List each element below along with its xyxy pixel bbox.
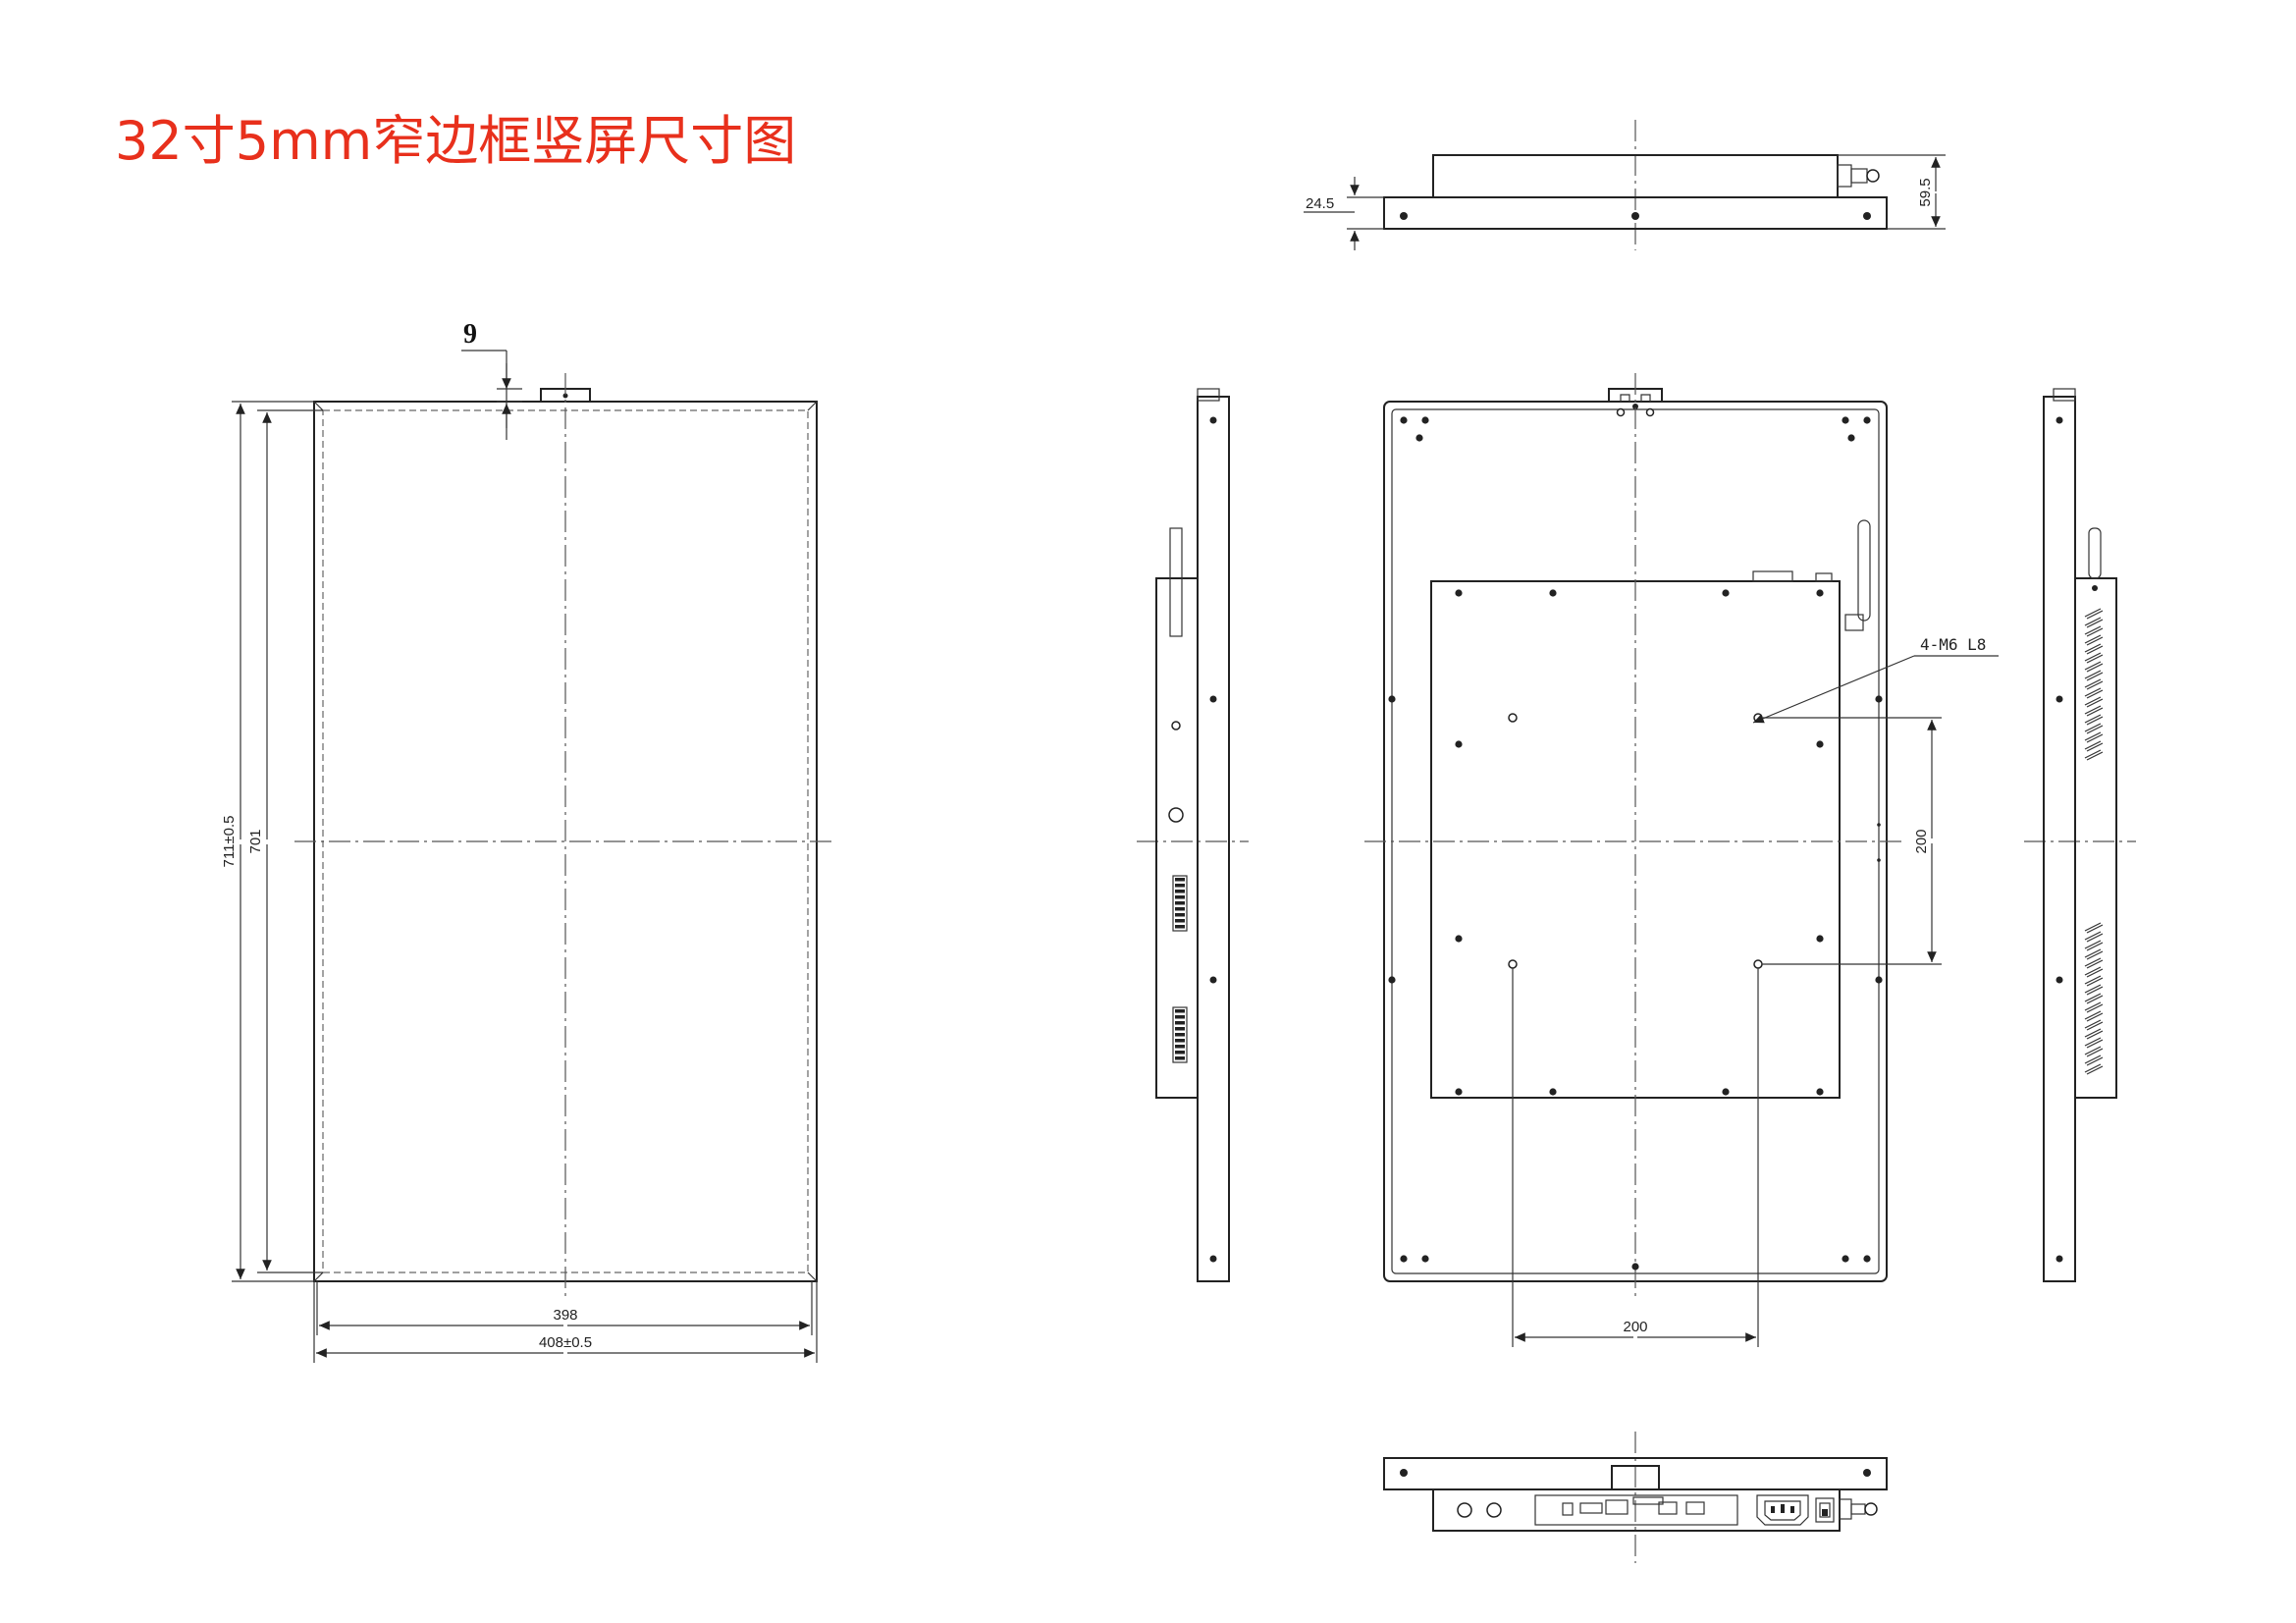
screw-hole — [1455, 740, 1463, 748]
dim-outer-width: 408±0.5 — [313, 1281, 818, 1363]
dim-vesa-horizontal-label: 200 — [1623, 1319, 1647, 1335]
right-side-rear-box — [2074, 577, 2117, 1099]
top-view: 24.5 59.5 — [1304, 120, 1946, 250]
mount-screw-label: 4-M6 L8 — [1920, 635, 1986, 654]
screw-hole — [1388, 695, 1396, 703]
vesa-hole-bottom-left — [1508, 959, 1518, 969]
screw-hole — [1842, 416, 1849, 424]
screw-hole — [1863, 416, 1871, 424]
dim-outer-width-label: 408±0.5 — [539, 1334, 592, 1351]
screw-hole — [1549, 589, 1557, 597]
right-side-antenna — [2088, 527, 2102, 579]
left-side-vent-upper — [1172, 875, 1188, 932]
screw-hole — [1400, 1255, 1408, 1263]
left-side-view — [1137, 388, 1249, 1282]
dim-top-view-left: 24.5 — [1304, 177, 1384, 250]
dim-inner-height-label: 701 — [247, 829, 264, 853]
screw-hole — [1455, 1088, 1463, 1096]
bottom-antenna-connector — [1839, 1498, 1878, 1520]
screw-hole — [1816, 935, 1824, 943]
screw-hole — [1455, 589, 1463, 597]
screw-hole — [1388, 976, 1396, 984]
screw-hole — [1455, 935, 1463, 943]
dim-top-gap: 9 — [461, 319, 522, 440]
right-side-vent-lower — [2084, 922, 2104, 1075]
screw-hole — [1875, 695, 1883, 703]
screw-hole — [1875, 976, 1883, 984]
dim-outer-height: 711±0.5 — [221, 401, 314, 1282]
vesa-hole-bottom-right — [1753, 959, 1763, 969]
screw-hole — [1816, 740, 1824, 748]
top-view-frame — [1383, 196, 1888, 230]
dim-inner-height: 701 — [247, 409, 323, 1273]
left-side-frame — [1197, 396, 1230, 1282]
screw-hole — [1400, 416, 1408, 424]
right-side-frame — [2043, 396, 2076, 1282]
screw-hole — [1421, 416, 1429, 424]
screw-hole — [1863, 1255, 1871, 1263]
dim-vesa-vertical-label: 200 — [1913, 829, 1930, 853]
dim-inner-width-label: 398 — [553, 1307, 577, 1324]
left-side-vent-lower — [1172, 1006, 1188, 1063]
screw-hole — [1816, 1088, 1824, 1096]
dim-top-view-right: 59.5 — [1838, 154, 1946, 230]
bottom-power-socket — [1756, 1494, 1809, 1526]
vesa-hole-top-left — [1508, 713, 1518, 723]
screw-hole — [1631, 1263, 1639, 1271]
right-side-view — [2024, 388, 2136, 1282]
screw-hole — [1842, 1255, 1849, 1263]
dim-outer-height-label: 711±0.5 — [221, 816, 238, 868]
screw-hole — [1421, 1255, 1429, 1263]
dim-vesa-vertical: 200 — [1762, 717, 1942, 965]
screw-hole — [1722, 589, 1730, 597]
rear-view: 4-M6 L8 200 200 — [1364, 373, 1999, 1347]
dim-inner-width: 398 — [316, 1281, 813, 1335]
mount-screw-callout: 4-M6 L8 — [1752, 635, 1999, 724]
rear-screw-holes — [1388, 416, 1883, 1271]
left-side-rear-box — [1155, 577, 1199, 1099]
bottom-power-switch — [1815, 1497, 1835, 1523]
screw-hole — [1722, 1088, 1730, 1096]
top-view-antenna-connector — [1837, 164, 1880, 188]
dim-top-view-right-label: 59.5 — [1917, 178, 1934, 206]
dim-top-view-left-label: 24.5 — [1306, 195, 1334, 212]
front-view: 9 711±0.5 701 398 — [221, 319, 836, 1363]
screw-hole — [1847, 434, 1855, 442]
bottom-io-port-group — [1534, 1494, 1738, 1526]
drawing-title: 32寸5mm窄边框竖屏尺寸图 — [115, 110, 796, 172]
rear-antenna — [1844, 519, 1871, 631]
left-side-antenna — [1169, 527, 1183, 637]
screw-hole — [1415, 434, 1423, 442]
screw-hole — [1816, 589, 1824, 597]
bottom-view — [1383, 1432, 1888, 1563]
screw-hole — [1549, 1088, 1557, 1096]
dim-vesa-horizontal: 200 — [1512, 968, 1759, 1347]
right-side-vent-upper — [2084, 608, 2104, 761]
dim-top-gap-label: 9 — [463, 319, 477, 350]
